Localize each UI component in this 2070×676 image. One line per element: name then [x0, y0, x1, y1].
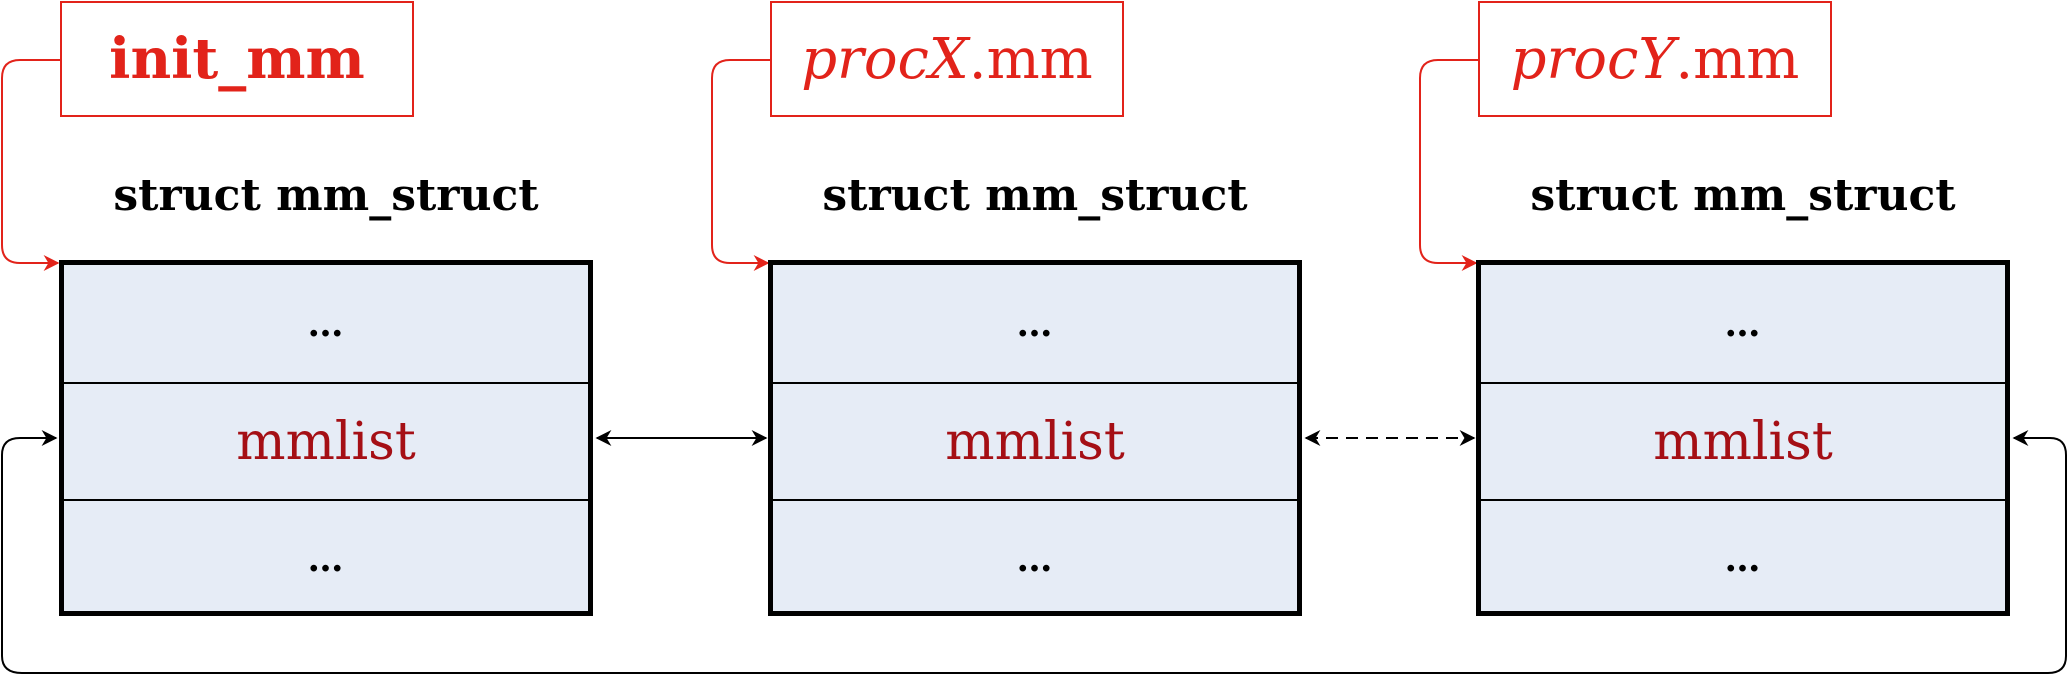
field-mmlist: mmlist — [773, 382, 1297, 499]
mm-struct-box-1: … mmlist … — [59, 260, 593, 616]
struct-title-2: struct mm_struct — [822, 170, 1248, 221]
field-ellipsis: … — [307, 302, 345, 345]
mm-struct-box-3: … mmlist … — [1476, 260, 2010, 616]
field-ellipsis: … — [1016, 302, 1054, 345]
mmlist-wraparound-link — [0, 430, 2067, 674]
field-ellipsis: … — [1481, 499, 2005, 616]
field-mmlist: mmlist — [1481, 382, 2005, 499]
field-ellipsis: … — [1724, 302, 1762, 345]
pointer-arrow-procx-mm — [711, 59, 770, 271]
field-ellipsis: … — [773, 499, 1297, 616]
pointer-label: procX.mm — [801, 26, 1093, 92]
mm-struct-box-2: … mmlist … — [768, 260, 1302, 616]
init-mm-pointer-box: init_mm — [60, 1, 414, 117]
struct-title-3: struct mm_struct — [1530, 170, 1956, 221]
pointer-label: procY.mm — [1510, 26, 1800, 92]
procx-mm-pointer-box: procX.mm — [770, 1, 1124, 117]
field-mmlist: mmlist — [64, 382, 588, 499]
pointer-arrow-init-mm — [1, 59, 60, 271]
procy-mm-pointer-box: procY.mm — [1478, 1, 1832, 117]
pointer-label: init_mm — [109, 26, 365, 92]
struct-title-1: struct mm_struct — [113, 170, 539, 221]
pointer-arrow-procy-mm — [1419, 59, 1478, 271]
field-ellipsis: … — [64, 499, 588, 616]
